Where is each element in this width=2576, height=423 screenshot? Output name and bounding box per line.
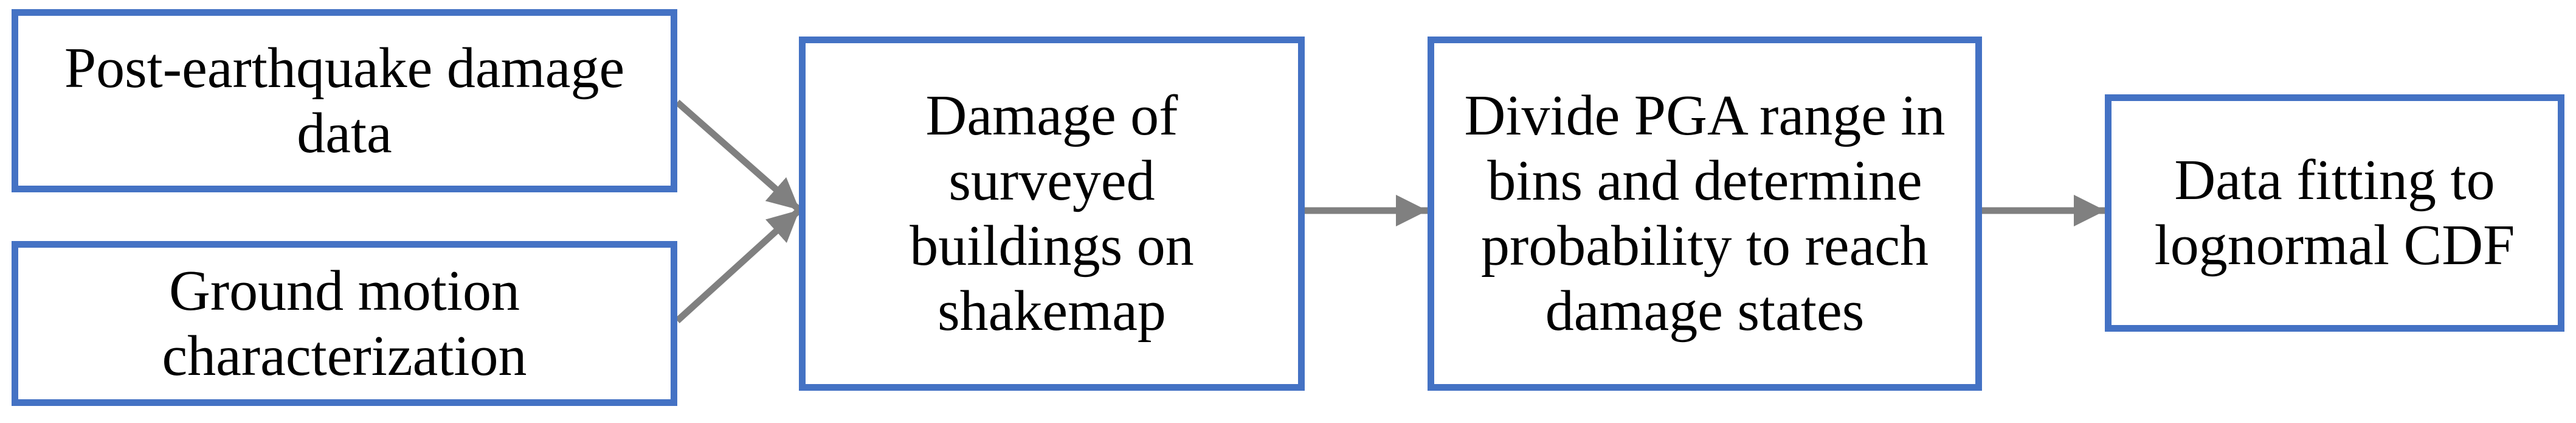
box-text-line: damage states <box>1545 279 1865 343</box>
box-text-line: Ground motion <box>168 259 520 323</box>
box-text-line: shakemap <box>938 279 1166 343</box>
box-text-line: Data fitting to <box>2174 149 2495 212</box>
box-text-line: buildings on <box>910 214 1194 278</box>
box-text-line: characterization <box>162 324 527 388</box>
arrow-ground-motion-to-shakemap <box>675 207 802 324</box>
box-text-line: probability to reach <box>1480 214 1929 278</box>
box-text-line: Damage of <box>925 84 1178 147</box>
box-text-line: surveyed <box>948 149 1155 212</box>
flow-box-damage-of-surveyed-buildings: Damage of surveyed buildings on shakemap <box>799 37 1305 391</box>
box-text-line: lognormal CDF <box>2154 214 2515 277</box>
box-text-line: Post-earthquake damage <box>64 36 625 100</box>
box-text-line: data <box>297 101 392 165</box>
box-text-line: Divide PGA range in <box>1464 84 1946 147</box>
flow-box-post-earthquake-damage-data: Post-earthquake damage data <box>12 9 677 192</box>
flow-box-ground-motion-characterization: Ground motion characterization <box>12 241 677 406</box>
flow-box-data-fitting-to-lognormal-cdf: Data fitting to lognormal CDF <box>2105 94 2564 332</box>
arrow-damage-data-to-shakemap <box>675 99 802 213</box>
box-text-line: bins and determine <box>1487 149 1922 212</box>
flow-box-divide-pga-range-in-bins: Divide PGA range in bins and determine p… <box>1428 37 1982 391</box>
